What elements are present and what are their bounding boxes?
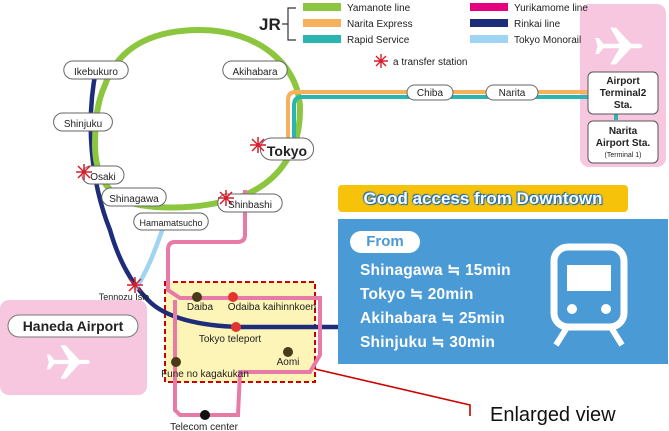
access-panel: From Shinagawa ≒ 15min Tokyo ≒ 20min Aki… — [338, 219, 668, 364]
station-dot — [200, 410, 210, 420]
rapid-service-line — [292, 95, 618, 152]
station-pill — [259, 137, 315, 161]
narita-t1-note: (Terminal 1) — [605, 152, 642, 159]
legend-item-label: Yurikamome line — [514, 3, 588, 14]
yamanote-line — [91, 26, 304, 211]
station-dot — [231, 322, 241, 332]
legend-jr-label: JR — [259, 15, 281, 34]
station-pill — [133, 212, 209, 231]
station-dot — [283, 347, 293, 357]
rinkai-line — [88, 69, 338, 330]
time-row-tokyo: Tokyo ≒ 20min — [360, 286, 474, 303]
transfer-star-icon — [250, 137, 266, 153]
station-label-akihabara: Akihabara — [232, 67, 277, 78]
station-label-fune-no-kagakukan: Fune no kagakukan — [161, 369, 249, 380]
haneda-airport-label: Haneda Airport — [23, 318, 124, 334]
legend-swatch — [303, 19, 341, 27]
narita-t2-line1: Airport — [606, 76, 640, 87]
legend-item-label: Narita Express — [347, 19, 413, 30]
station-label-narita: Narita — [499, 88, 526, 99]
station-label-chiba: Chiba — [417, 88, 444, 99]
time-row-shinagawa: Shinagawa ≒ 15min — [360, 262, 511, 279]
narita-t1-line2: Airport Sta. — [596, 138, 651, 149]
transfer-star-icon — [76, 164, 92, 180]
station-label-aomi: Aomi — [277, 357, 300, 368]
station-label-shinbashi: Shinbashi — [228, 200, 272, 211]
station-label-ikebukuro: Ikebukuro — [74, 67, 118, 78]
station-pill — [222, 60, 288, 80]
train-icon — [550, 243, 628, 347]
narita-t1-station: Narita Airport Sta. (Terminal 1) — [587, 120, 659, 164]
narita-t2-line2: Terminal2 — [600, 88, 647, 99]
narita-t2-station: Airport Terminal2 Sta. — [587, 71, 659, 115]
legend-item-label: Rapid Service — [347, 35, 410, 46]
from-badge: From — [350, 231, 420, 253]
transfer-star-icon — [218, 190, 234, 206]
narita-t1-line1: Narita — [609, 126, 638, 137]
time-row-shinjuku: Shinjuku ≒ 30min — [360, 334, 496, 351]
station-label-shinagawa: Shinagawa — [109, 194, 159, 205]
station-dot — [171, 357, 181, 367]
station-pill — [406, 84, 454, 101]
station-label-shinjuku: Shinjuku — [64, 119, 102, 130]
station-pill — [53, 112, 113, 132]
airplane-icon — [595, 27, 643, 65]
station-label-tennozu-isle: Tennozu Isle — [99, 292, 150, 302]
station-label-hamamatsucho: Hamamatsucho — [139, 218, 202, 228]
legend-swatch — [303, 3, 341, 11]
enlarged-view-pointer — [314, 368, 471, 416]
legend-item-label: Rinkai line — [514, 19, 561, 30]
time-row-akihabara: Akihabara ≒ 25min — [360, 310, 505, 327]
stations-layer: Ikebukuro AkihabaraShinjukuTokyoOsakiShin… — [53, 60, 539, 431]
station-label-telecom-center: Telecom center — [170, 422, 238, 431]
station-pill — [63, 60, 129, 80]
legend-swatch — [303, 35, 341, 43]
legend-item-label: Tokyo Monorail — [514, 35, 581, 46]
station-pill — [485, 84, 539, 101]
transfer-star-icon — [374, 54, 388, 68]
legend-bracket — [282, 7, 296, 41]
yurikamome-line — [166, 190, 322, 417]
legend-swatch — [470, 19, 508, 27]
legend-swatch — [470, 3, 508, 11]
narita-express-line — [286, 90, 612, 150]
station-label-tokyo: Tokyo — [267, 143, 307, 159]
station-label-tokyo-teleport: Tokyo teleport — [199, 334, 261, 345]
station-label-osaki: Osaki — [90, 172, 116, 183]
station-label-odaiba-kaihinkoen: Odaiba kaihinnkoen — [228, 302, 316, 313]
station-dot — [228, 292, 238, 302]
station-pill — [101, 187, 167, 207]
transfer-star-icon — [127, 277, 143, 293]
access-title: Good access from Downtown — [338, 185, 628, 212]
legend-swatch — [470, 35, 508, 43]
station-dot — [192, 292, 202, 302]
narita-t2-line3: Sta. — [614, 100, 633, 111]
legend-transfer: a transfer station — [374, 54, 467, 68]
haneda-airport-box — [0, 300, 147, 395]
airplane-icon — [46, 345, 90, 379]
station-label-daiba: Daiba — [187, 302, 214, 313]
enlarged-view-label: Enlarged view — [490, 404, 616, 426]
legend-item-label: Yamanote line — [347, 3, 411, 14]
legend-transfer-label: a transfer station — [393, 57, 467, 68]
haneda-label-pill — [7, 314, 139, 338]
